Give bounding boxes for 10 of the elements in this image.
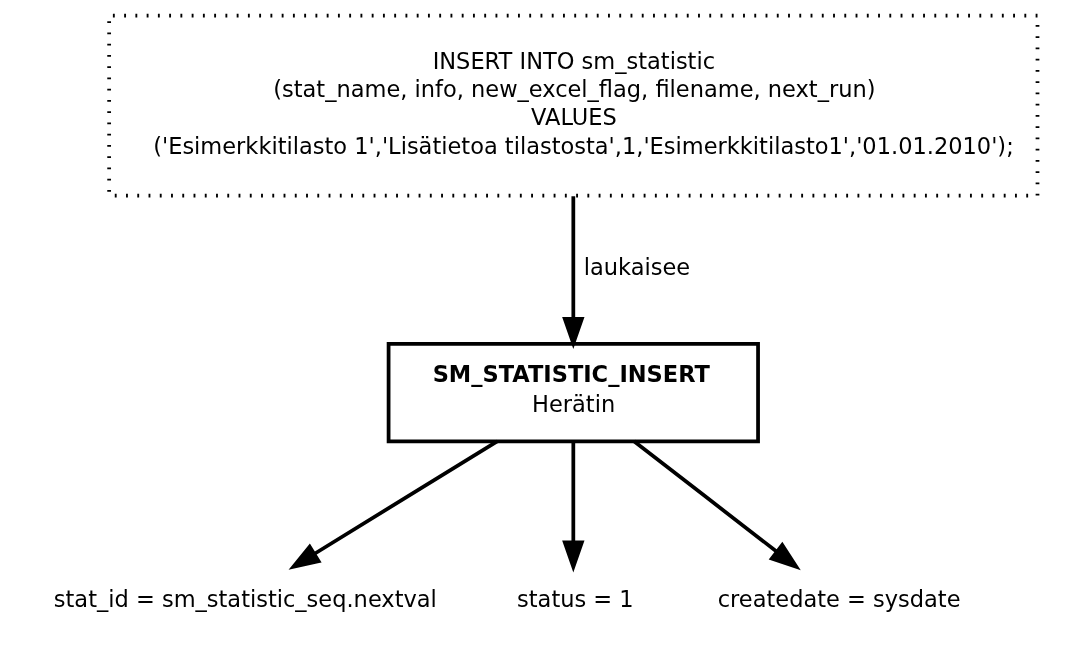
node-text: status = 1 bbox=[517, 586, 634, 613]
arrow bbox=[562, 196, 585, 349]
node-box: SM_STATISTIC_INSERT Herätin bbox=[386, 341, 760, 444]
arrow bbox=[288, 439, 499, 570]
node-box: INSERT INTO sm_statistic (stat_name, info, new_excel_flag, filename, next_run) VALUES ('Esimerkkitilasto 1','Lisätietoa tilastosta',1,'Esimerkkitilasto1','01.01.2010'); bbox=[107, 13, 1040, 198]
arrow bbox=[632, 439, 801, 571]
node-text: stat_id = sm_statistic_seq.nextval bbox=[53, 586, 437, 613]
node-text: createdate = sysdate bbox=[717, 586, 961, 613]
arrow bbox=[562, 441, 585, 573]
edge-label: laukaisee bbox=[583, 254, 691, 281]
